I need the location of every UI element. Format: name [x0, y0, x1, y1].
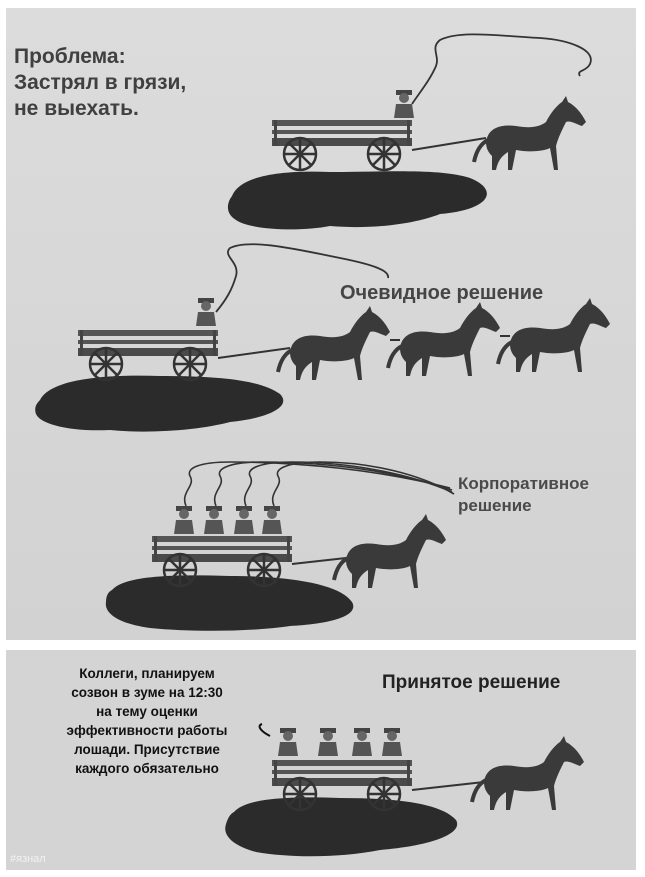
whip — [411, 33, 592, 105]
mud-puddle — [35, 375, 284, 432]
harness — [291, 557, 347, 565]
scene-corporate — [105, 461, 455, 631]
harness — [217, 347, 291, 359]
mud-puddle — [225, 797, 458, 857]
harness — [411, 137, 487, 151]
driver — [174, 506, 194, 534]
horse — [470, 734, 586, 812]
horse — [386, 300, 502, 378]
driver — [318, 728, 338, 756]
mud-puddle — [105, 575, 354, 631]
driver — [278, 728, 298, 756]
watermark: #язнал — [10, 853, 46, 865]
horse — [332, 512, 448, 590]
driver — [394, 90, 414, 118]
horse — [472, 94, 588, 172]
driver — [382, 728, 402, 756]
driver — [196, 298, 216, 326]
meeting-message: Коллеги, планируем созвон в зуме на 12:3… — [66, 666, 228, 776]
whips — [183, 461, 455, 507]
scene-problem — [227, 33, 592, 230]
wagon — [76, 328, 220, 382]
driver — [234, 506, 254, 534]
comic-panel-top — [6, 8, 636, 640]
driver — [262, 506, 282, 534]
driver — [204, 506, 224, 534]
mud-puddle — [227, 171, 487, 230]
obvious-solution-label: Очевидное решение — [340, 282, 544, 304]
scene-obvious — [35, 243, 612, 432]
driver — [352, 728, 372, 756]
speech-pointer — [258, 723, 271, 737]
problem-title: Проблема: Застрял в грязи, не выехать. — [14, 45, 187, 120]
accepted-solution-label: Принятое решение — [382, 672, 561, 693]
whip — [215, 243, 389, 313]
harness — [411, 781, 485, 791]
wagon — [270, 118, 414, 172]
scene-accepted — [225, 723, 586, 857]
horse — [276, 304, 392, 382]
horse — [496, 296, 612, 374]
corporate-solution-label: Корпоративное решение — [458, 474, 589, 515]
